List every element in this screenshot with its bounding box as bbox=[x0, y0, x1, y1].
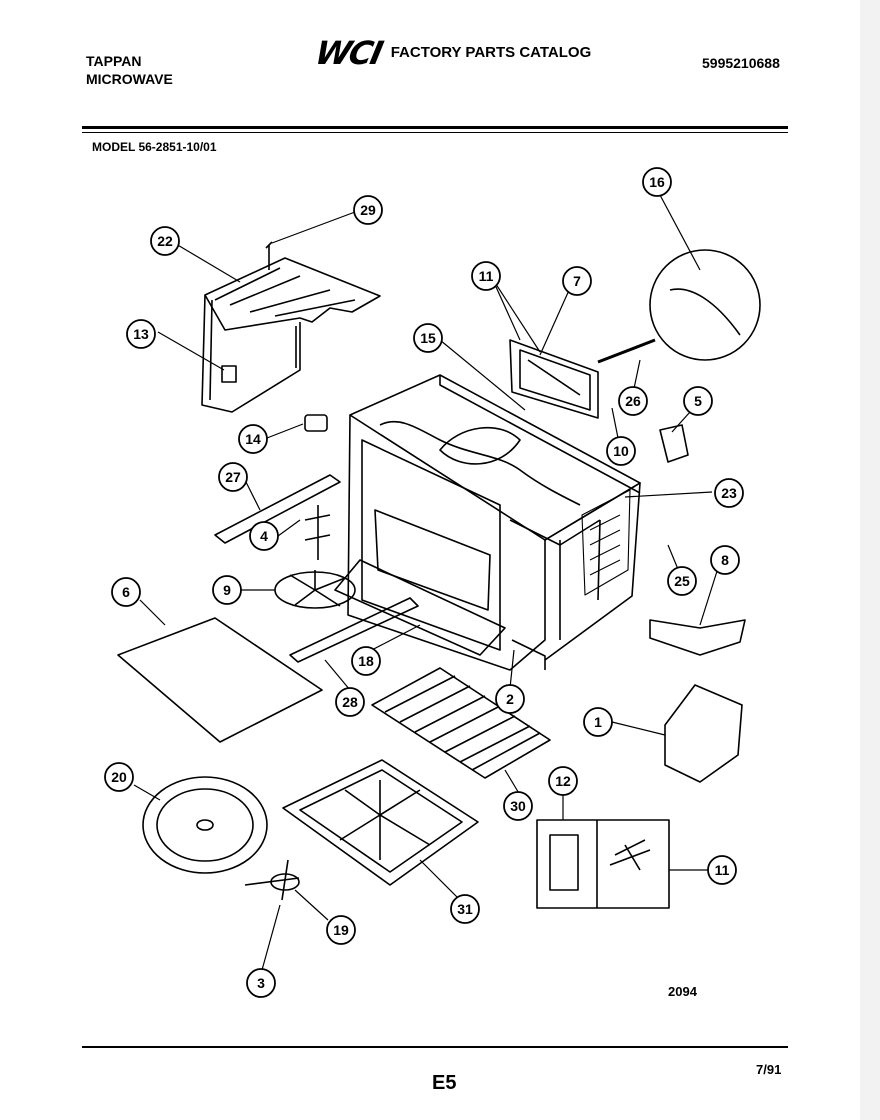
svg-text:22: 22 bbox=[157, 233, 173, 249]
svg-text:23: 23 bbox=[721, 485, 737, 501]
callout-bubble: 19 bbox=[326, 915, 356, 945]
svg-text:14: 14 bbox=[245, 431, 261, 447]
roller-ring-drawing bbox=[244, 859, 300, 901]
tray-31-drawing bbox=[282, 759, 479, 886]
callout-bubble: 2 bbox=[495, 684, 525, 714]
product-type: MICROWAVE bbox=[86, 71, 173, 87]
svg-text:11: 11 bbox=[479, 268, 494, 284]
callout-group: 29 22 13 16 11 7 15 26 5 14 10 27 23 4 2… bbox=[104, 167, 744, 998]
svg-text:27: 27 bbox=[225, 469, 241, 485]
svg-text:6: 6 bbox=[122, 584, 130, 600]
model-number: MODEL 56-2851-10/01 bbox=[92, 140, 217, 154]
callout-bubble: 16 bbox=[642, 167, 672, 197]
svg-text:9: 9 bbox=[223, 582, 231, 598]
callout-bubble: 11 bbox=[471, 261, 501, 291]
callout-bubble: 6 bbox=[111, 577, 141, 607]
svg-text:20: 20 bbox=[111, 769, 127, 785]
page-number: E5 bbox=[432, 1072, 457, 1094]
callout-bubble: 18 bbox=[351, 646, 381, 676]
brand-name: TAPPAN bbox=[86, 53, 142, 69]
callout-bubble: 15 bbox=[413, 323, 443, 353]
svg-text:30: 30 bbox=[510, 798, 526, 814]
svg-text:31: 31 bbox=[457, 901, 473, 917]
latch-13-drawing bbox=[221, 365, 237, 383]
outer-cover-drawing bbox=[201, 257, 381, 413]
callout-bubble: 1 bbox=[583, 707, 613, 737]
stirrer-fan-9-drawing bbox=[274, 570, 356, 609]
callout-bubble: 11 bbox=[707, 855, 737, 885]
svg-text:10: 10 bbox=[613, 443, 629, 459]
callout-bubble: 9 bbox=[212, 575, 242, 605]
svg-text:13: 13 bbox=[133, 326, 149, 342]
page-edge-shadow bbox=[860, 0, 880, 1120]
bracket-5-drawing bbox=[659, 424, 689, 463]
svg-text:2: 2 bbox=[506, 691, 514, 707]
callout-bubble: 3 bbox=[246, 968, 276, 998]
bracket-28-drawing bbox=[289, 597, 419, 663]
callout-bubble: 8 bbox=[710, 545, 740, 575]
oven-cavity-drawing bbox=[347, 374, 641, 671]
svg-text:4: 4 bbox=[260, 528, 268, 544]
revision-date: 7/91 bbox=[756, 1062, 782, 1077]
footer-rule bbox=[82, 1046, 788, 1048]
callout-bubble: 12 bbox=[548, 766, 578, 796]
callout-bubble: 22 bbox=[150, 226, 180, 256]
fuse-holder-14-drawing bbox=[304, 414, 328, 432]
callout-bubble: 23 bbox=[714, 478, 744, 508]
catalog-title-text: FACTORY PARTS CATALOG bbox=[390, 44, 592, 61]
stirrer-motor-4-drawing bbox=[304, 505, 331, 560]
ceiling-plate-6-drawing bbox=[117, 617, 323, 743]
header-rule-thick bbox=[82, 126, 788, 129]
callout-bubble: 5 bbox=[683, 386, 713, 416]
callout-bubble: 25 bbox=[667, 566, 697, 596]
callout-bubble: 13 bbox=[126, 319, 156, 349]
part-number: 5995210688 bbox=[702, 55, 780, 71]
callout-bubble: 28 bbox=[335, 687, 365, 717]
brand-block: TAPPAN MICROWAVE bbox=[86, 52, 173, 88]
callout-bubble: 7 bbox=[562, 266, 592, 296]
bracket-1-drawing bbox=[664, 684, 743, 783]
svg-text:12: 12 bbox=[555, 773, 571, 789]
svg-text:28: 28 bbox=[342, 694, 358, 710]
svg-text:11: 11 bbox=[715, 862, 730, 878]
bracket-18-drawing bbox=[334, 559, 506, 656]
callout-bubble: 26 bbox=[618, 386, 648, 416]
callout-bubble: 20 bbox=[104, 762, 134, 792]
callout-bubble: 30 bbox=[503, 791, 533, 821]
control-frame-drawing bbox=[509, 339, 599, 419]
diagram-code: 2094 bbox=[668, 984, 697, 999]
turntable-20-drawing bbox=[142, 776, 268, 874]
screw-29-drawing bbox=[265, 241, 273, 270]
callout-bubble: 31 bbox=[450, 894, 480, 924]
svg-text:1: 1 bbox=[594, 714, 602, 730]
kit-box-drawing bbox=[536, 819, 670, 909]
svg-text:15: 15 bbox=[420, 330, 436, 346]
svg-text:8: 8 bbox=[721, 552, 729, 568]
callout-bubble: 4 bbox=[249, 521, 279, 551]
svg-text:26: 26 bbox=[625, 393, 641, 409]
bracket-8-drawing bbox=[649, 619, 746, 656]
svg-text:29: 29 bbox=[360, 202, 376, 218]
catalog-title: WCI FACTORY PARTS CATALOG bbox=[312, 34, 592, 72]
stirrer-guide-27-drawing bbox=[214, 474, 341, 544]
svg-text:3: 3 bbox=[257, 975, 265, 991]
detail-circle-16-drawing bbox=[597, 249, 761, 364]
svg-text:5: 5 bbox=[694, 393, 702, 409]
oven-rack-30-drawing bbox=[371, 667, 551, 779]
svg-text:7: 7 bbox=[573, 273, 581, 289]
callout-bubble: 14 bbox=[238, 424, 268, 454]
svg-text:18: 18 bbox=[358, 653, 374, 669]
header-rule-thin bbox=[82, 132, 788, 133]
callout-bubble: 29 bbox=[353, 195, 383, 225]
callout-bubble: 10 bbox=[606, 436, 636, 466]
callout-bubble: 27 bbox=[218, 462, 248, 492]
svg-text:19: 19 bbox=[333, 922, 349, 938]
svg-text:25: 25 bbox=[674, 573, 690, 589]
svg-text:16: 16 bbox=[649, 174, 665, 190]
